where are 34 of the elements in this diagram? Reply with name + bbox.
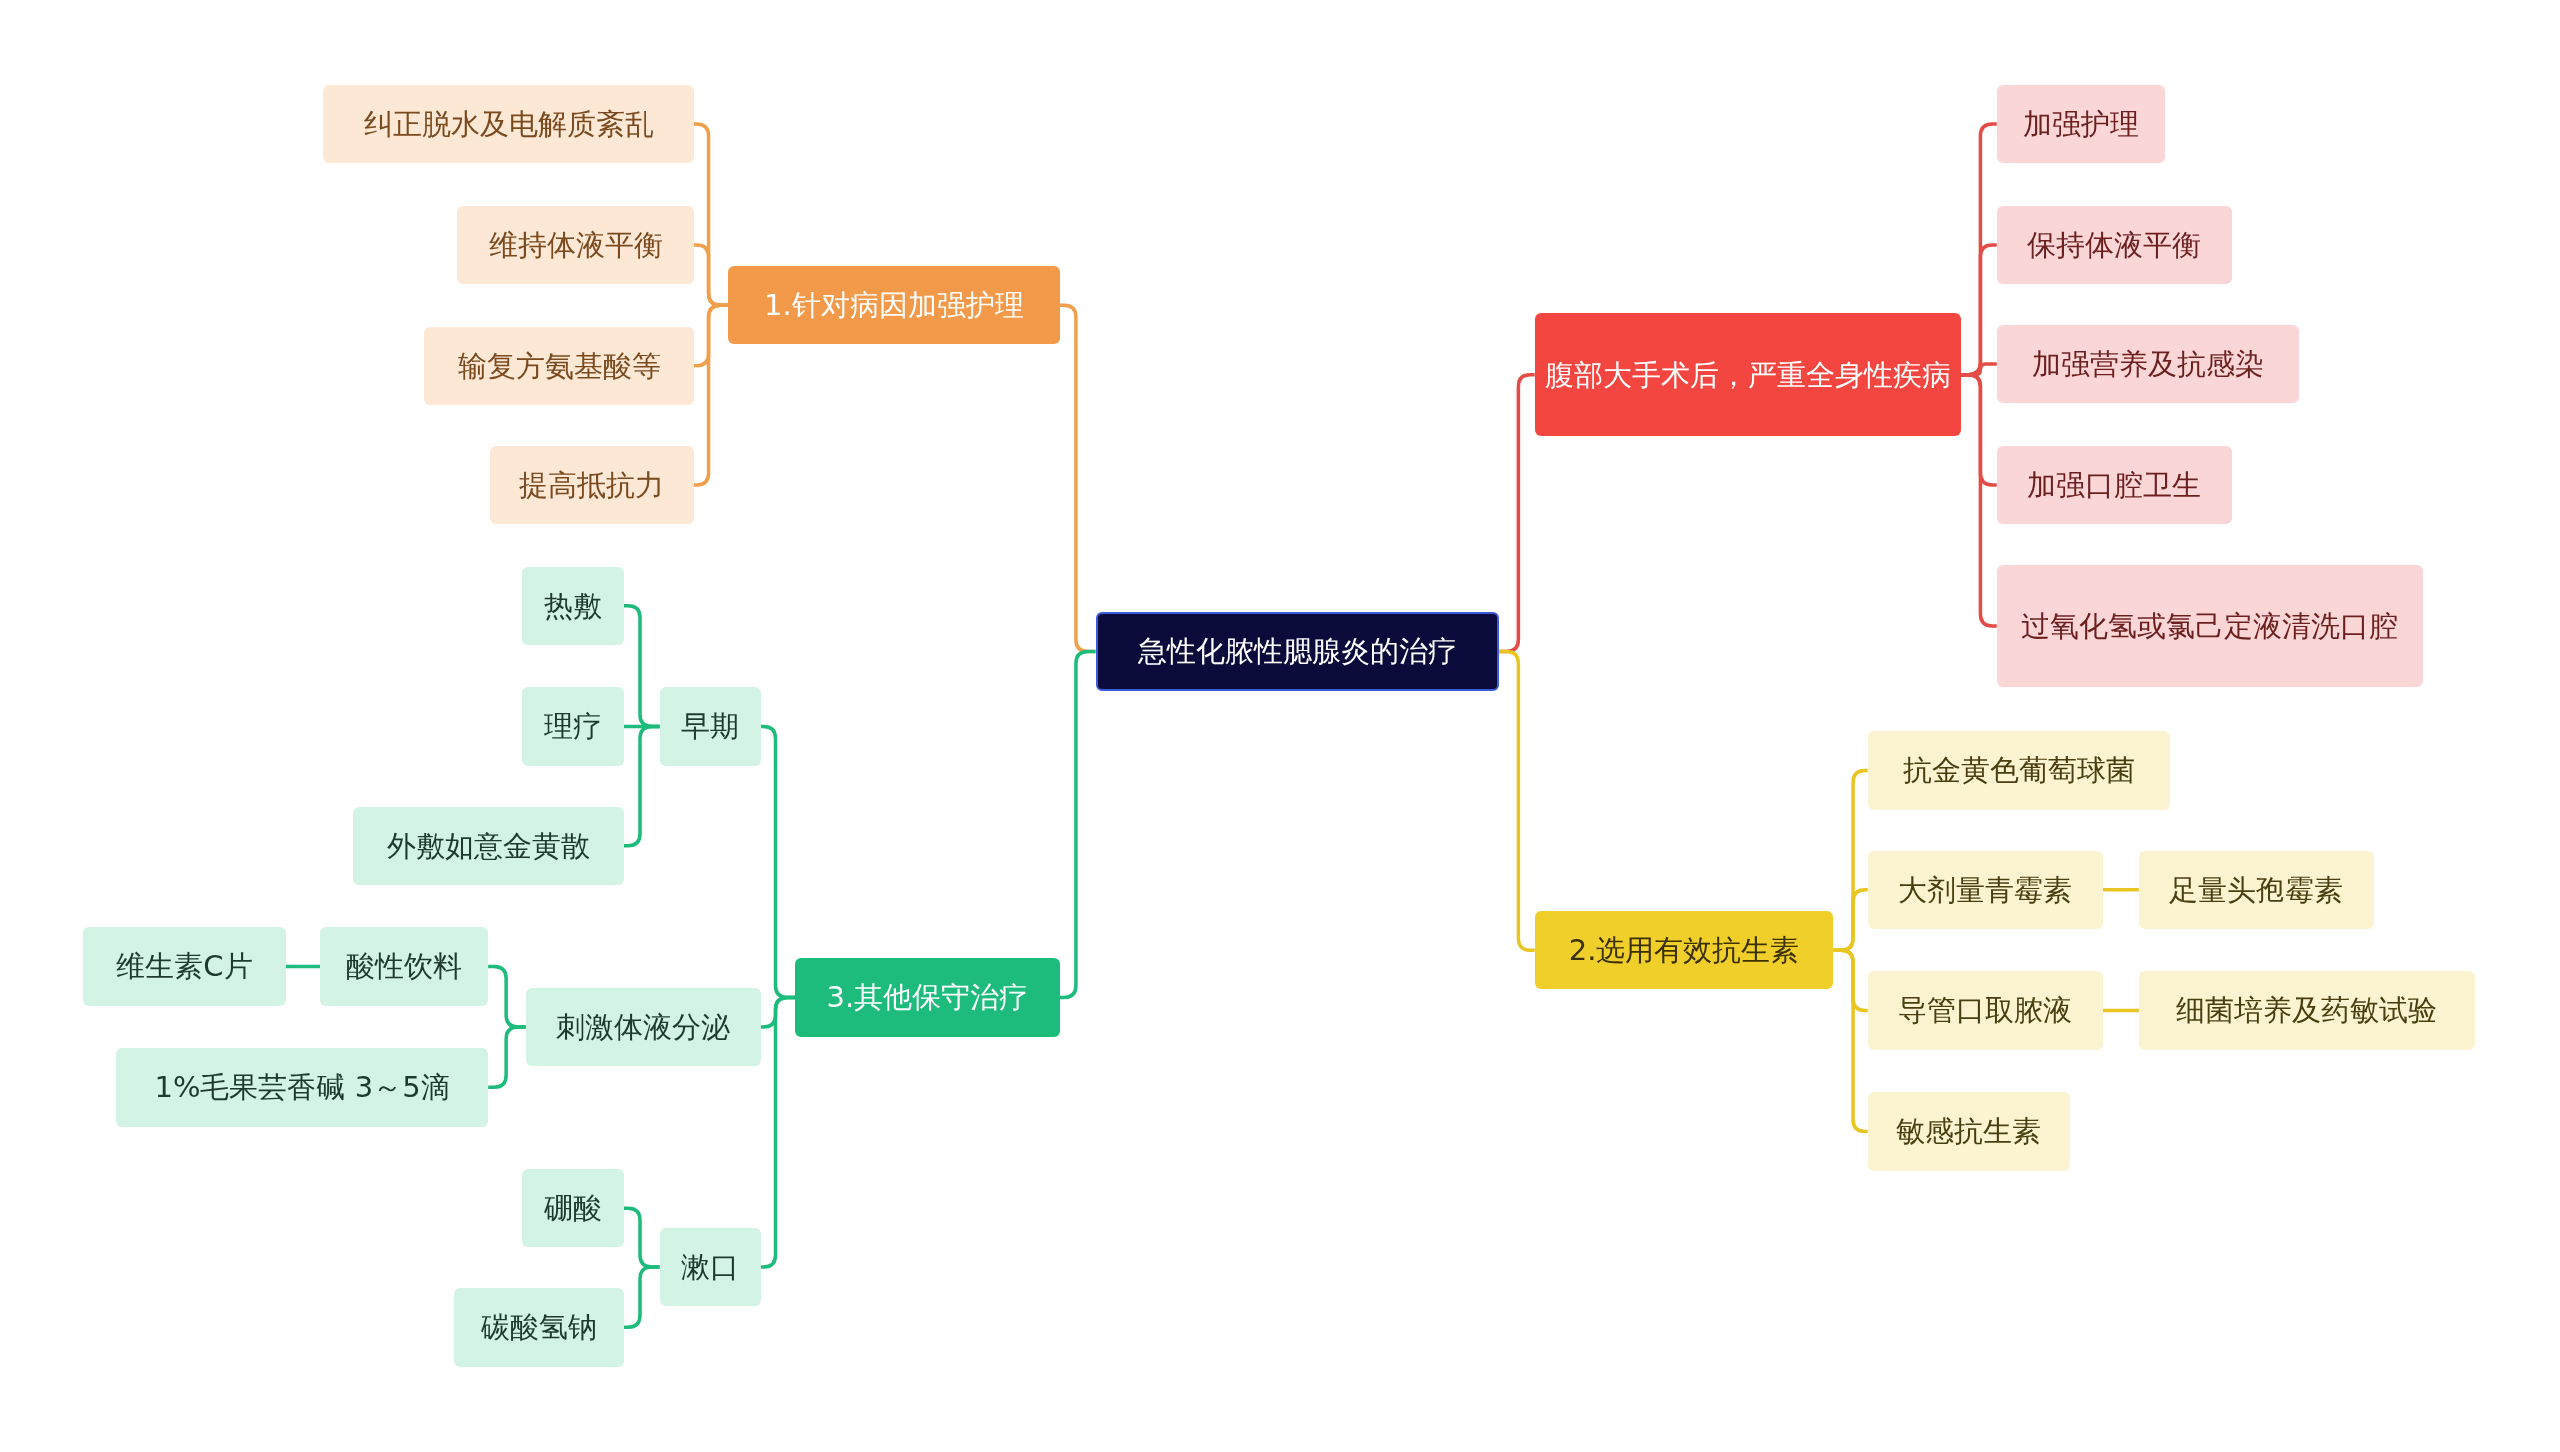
subtopic-box: 提高抵抗力 (489, 445, 694, 525)
connector-line (285, 964, 320, 969)
subtopic-box: 足量头孢霉素 (2138, 850, 2374, 929)
subtopic-box: 酸性饮料 (320, 927, 489, 1006)
subtopic-box: 输复方氨基酸等 (424, 326, 694, 405)
subtopic-box: 加强口腔卫生 (1996, 445, 2232, 525)
subtopic-box: 维生素C片 (83, 927, 286, 1006)
branch-topic: 3.其他保守治疗 (795, 958, 1060, 1037)
branch-topic: 1.针对病因加强护理 (728, 266, 1060, 345)
subtopic-box: 理疗 (522, 687, 624, 766)
subtopic-box: 大剂量青霉素 (1867, 850, 2103, 929)
subtopic-box: 外敷如意金黄散 (352, 806, 624, 885)
subtopic-box: 导管口取脓液 (1867, 971, 2103, 1050)
subtopic-box: 1%毛果芸香碱 3～5滴 (115, 1048, 489, 1127)
subtopic-box: 过氧化氢或氯己定液清洗口腔 (1996, 564, 2423, 688)
subtopic-box: 维持体液平衡 (457, 205, 694, 285)
subtopic-box: 热敷 (522, 566, 624, 645)
subtopic-box: 漱口 (659, 1227, 761, 1307)
connector-line (2102, 1008, 2139, 1013)
subtopic-box: 早期 (659, 687, 761, 766)
subtopic-box: 硼酸 (522, 1168, 624, 1248)
subtopic-box: 加强营养及抗感染 (1996, 324, 2299, 404)
connector-line (2102, 888, 2139, 892)
subtopic-box: 细菌培养及药敏试验 (2138, 971, 2476, 1050)
branch-topic: 腹部大手术后，严重全身性疾病 (1534, 313, 1961, 436)
subtopic-box: 碳酸氢钠 (453, 1288, 624, 1367)
root-topic: 急性化脓性腮腺炎的治疗 (1095, 612, 1499, 691)
subtopic-box: 敏感抗生素 (1867, 1092, 2071, 1171)
subtopic-box: 刺激体液分泌 (525, 987, 761, 1067)
subtopic-box: 保持体液平衡 (1996, 205, 2232, 285)
branch-topic: 2.选用有效抗生素 (1534, 911, 1834, 990)
subtopic-box: 加强护理 (1996, 84, 2165, 164)
subtopic-box: 纠正脱水及电解质紊乱 (323, 84, 694, 164)
subtopic-box: 抗金黄色葡萄球菌 (1867, 731, 2170, 810)
